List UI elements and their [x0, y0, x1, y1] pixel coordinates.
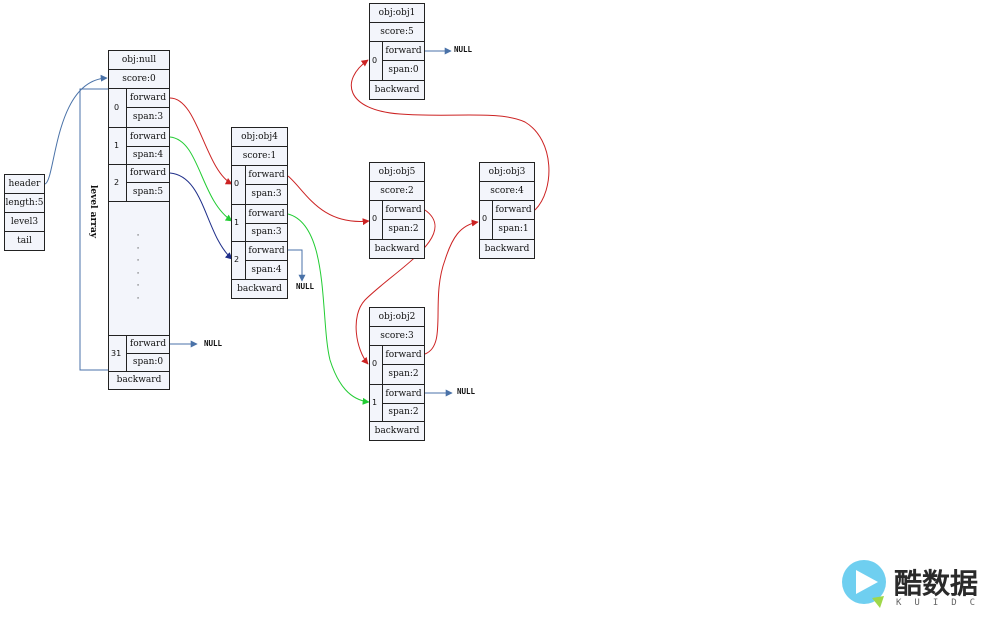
link-obj5-to-obj2-l0 — [355, 209, 436, 365]
backward-pointer: backward — [108, 371, 170, 390]
link-obj4-to-obj5-l0 — [287, 175, 370, 226]
level-index: 1 — [114, 141, 120, 150]
omitted-levels-cell — [108, 201, 170, 336]
header-to-null-node-arrow — [44, 74, 108, 185]
level-index: 0 — [114, 103, 120, 112]
link-obj2-to-obj3-l0 — [424, 219, 479, 355]
link-null-to-obj4-l2 — [169, 172, 233, 260]
node-title: obj:null — [108, 50, 170, 70]
backward-pointer: backward — [479, 239, 535, 259]
watermark-subtext: KUIDC — [896, 598, 989, 608]
backward-pointer: backward — [369, 421, 425, 441]
null-label: NULL — [296, 282, 315, 291]
backward-pointer: backward — [369, 239, 425, 259]
null-label: NULL — [204, 339, 223, 348]
node-title: obj:obj3 — [479, 162, 535, 182]
level-index: 1 — [372, 398, 378, 407]
null-arrow-obj4-lvl2 — [288, 249, 306, 282]
backward-pointer: backward — [231, 279, 288, 299]
level-index: 2 — [114, 178, 120, 187]
watermark-text: 酷数据 — [894, 567, 979, 600]
level-index: 0 — [372, 56, 378, 65]
link-null-to-obj4-l1 — [169, 136, 233, 222]
level-index: 0 — [234, 179, 240, 188]
link-obj3-to-obj1-l0 — [350, 59, 550, 211]
level-index: 31 — [111, 349, 122, 358]
level-index: 0 — [482, 214, 488, 223]
node-title: obj:obj1 — [369, 3, 425, 23]
omitted-levels-dots: ······ — [136, 231, 140, 304]
null-label: NULL — [457, 387, 476, 396]
null-label: NULL — [454, 45, 473, 54]
link-null-to-obj4-l0 — [169, 97, 233, 185]
backward-pointer: backward — [369, 80, 425, 100]
level-index: 2 — [234, 255, 240, 264]
level-array-bracket — [79, 88, 108, 371]
tail-field: tail — [4, 231, 45, 251]
link-obj4-to-obj2-l1 — [287, 213, 370, 405]
level-index: 1 — [234, 218, 240, 227]
level-index: 0 — [372, 214, 378, 223]
level-index: 0 — [372, 359, 378, 368]
